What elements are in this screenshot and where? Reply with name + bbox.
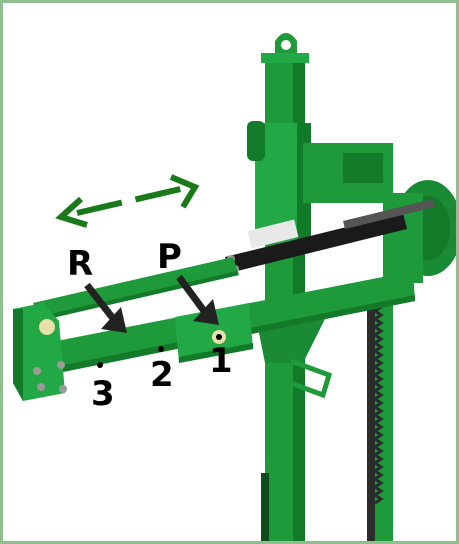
hole-2-dot	[158, 346, 164, 352]
hole-1-dot	[216, 334, 222, 340]
double-headed-arrow-icon	[55, 174, 200, 228]
hole-label-3: 3	[91, 374, 115, 414]
hole-3-dot	[97, 362, 103, 368]
gearbox-assembly	[247, 121, 456, 283]
vertical-mast	[255, 33, 311, 541]
label-r: R	[67, 244, 94, 284]
label-p: P	[157, 237, 182, 277]
pointer-arrow-r-icon	[84, 282, 127, 333]
hole-label-1: 1	[209, 341, 233, 381]
hole-label-2: 2	[150, 355, 174, 395]
adjustment-holes	[97, 334, 222, 368]
upper-arm	[33, 257, 239, 321]
pointer-arrow-p-icon	[176, 274, 219, 325]
equipment-illustration	[13, 33, 456, 541]
saw-chain-bar	[367, 283, 393, 541]
